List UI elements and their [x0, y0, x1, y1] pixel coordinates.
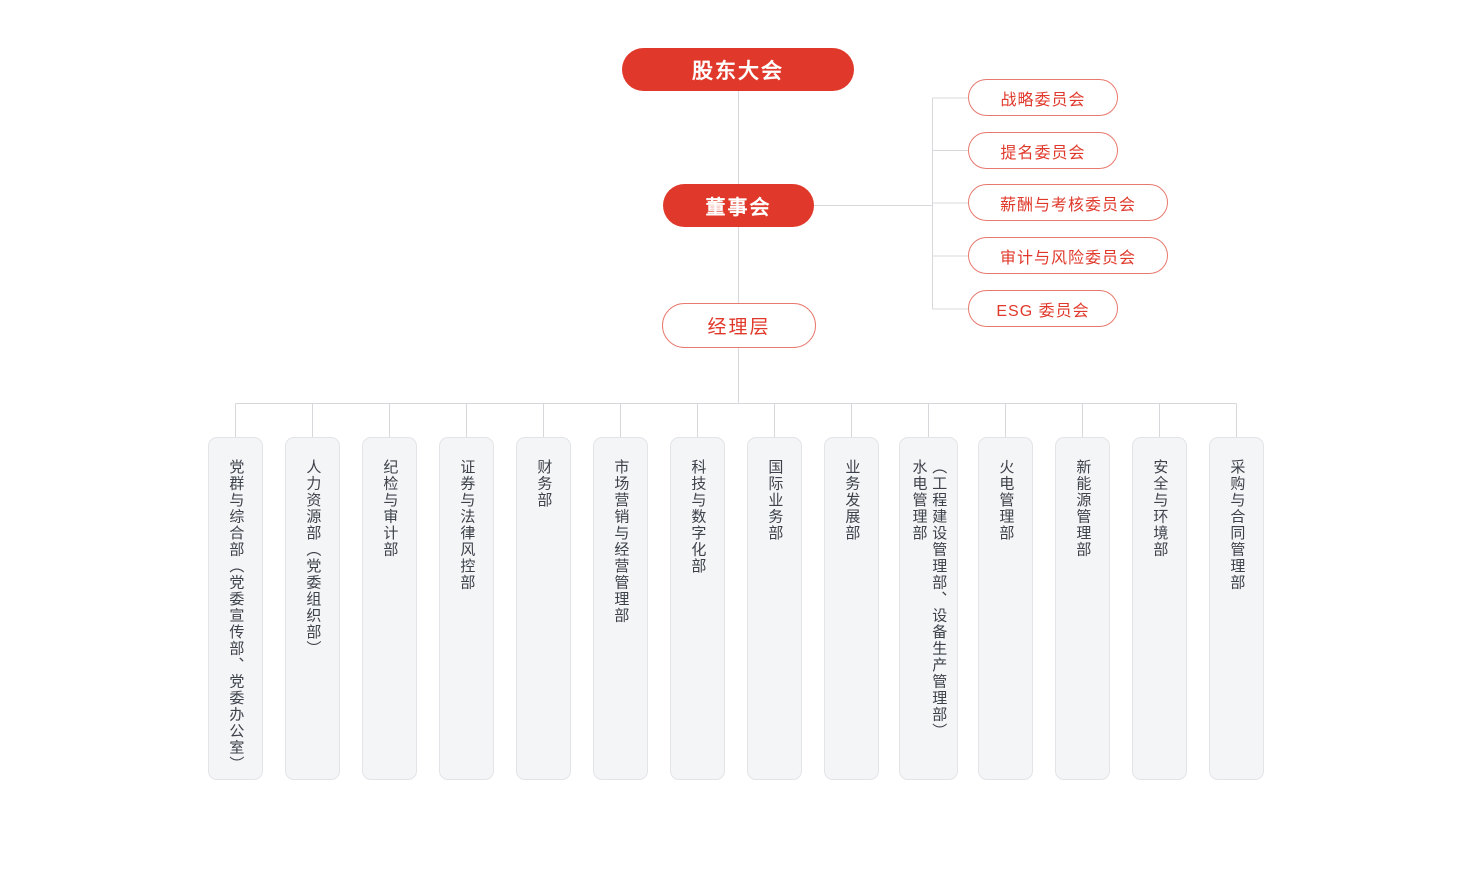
department-label: 国际业务部	[766, 459, 784, 542]
committee-remuneration-appraisal[interactable]: 薪酬与考核委员会	[968, 184, 1168, 221]
department-label: 纪检与审计部	[381, 459, 399, 558]
committee-audit-risk[interactable]: 审计与风险委员会	[968, 237, 1168, 274]
department-label: 证券与法律风控部	[458, 459, 476, 591]
department-box-human-resources[interactable]: 人力资源部（党委组织部）	[285, 437, 340, 780]
department-box-international-business[interactable]: 国际业务部	[747, 437, 802, 780]
department-box-procurement-contract-management[interactable]: 采购与合同管理部	[1209, 437, 1264, 780]
department-label: 党群与综合部（党委宣传部、党委办公室）	[227, 459, 245, 773]
department-label: 市场营销与经营管理部	[612, 459, 630, 624]
department-box-thermal-power-management[interactable]: 火电管理部	[978, 437, 1033, 780]
department-label: 安全与环境部	[1151, 459, 1169, 558]
department-sublabel: （工程建设管理部、设备生产管理部）	[930, 459, 948, 740]
committee-nomination[interactable]: 提名委员会	[968, 132, 1118, 169]
node-management-layer[interactable]: 经理层	[662, 303, 816, 348]
department-box-new-energy-management[interactable]: 新能源管理部	[1055, 437, 1110, 780]
department-box-technology-digitalization[interactable]: 科技与数字化部	[670, 437, 725, 780]
department-label: 新能源管理部	[1074, 459, 1092, 558]
committee-strategy[interactable]: 战略委员会	[968, 79, 1118, 116]
node-shareholders-meeting[interactable]: 股东大会	[622, 48, 854, 91]
department-label: 财务部	[535, 459, 553, 509]
department-label: 水电管理部	[910, 459, 928, 542]
department-box-finance[interactable]: 财务部	[516, 437, 571, 780]
department-box-hydropower-management[interactable]: （工程建设管理部、设备生产管理部） 水电管理部	[899, 437, 958, 780]
department-box-business-development[interactable]: 业务发展部	[824, 437, 879, 780]
node-board-of-directors[interactable]: 董事会	[663, 184, 814, 227]
department-box-securities-legal-risk[interactable]: 证券与法律风控部	[439, 437, 494, 780]
department-box-discipline-audit[interactable]: 纪检与审计部	[362, 437, 417, 780]
department-box-party-general-affairs[interactable]: 党群与综合部（党委宣传部、党委办公室）	[208, 437, 263, 780]
department-label: 科技与数字化部	[689, 459, 707, 575]
department-box-marketing-operations[interactable]: 市场营销与经营管理部	[593, 437, 648, 780]
department-label: 业务发展部	[843, 459, 861, 542]
department-label: 人力资源部（党委组织部）	[304, 459, 322, 657]
committee-esg[interactable]: ESG 委员会	[968, 290, 1118, 327]
department-label: 采购与合同管理部	[1228, 459, 1246, 591]
department-box-safety-environment[interactable]: 安全与环境部	[1132, 437, 1187, 780]
department-label: 火电管理部	[997, 459, 1015, 542]
